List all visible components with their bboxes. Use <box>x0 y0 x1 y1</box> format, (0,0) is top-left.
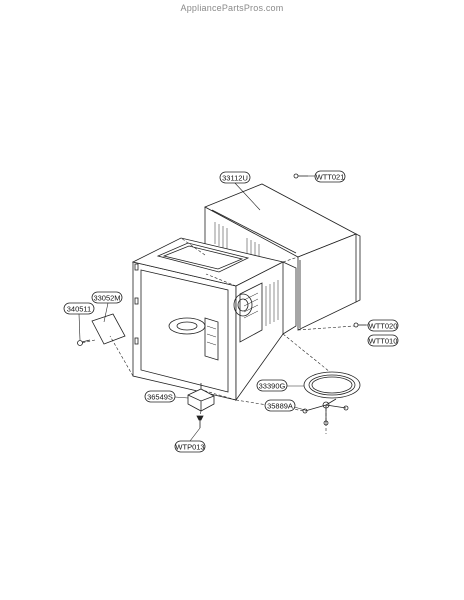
callout-WTT020: WTT020 <box>367 319 399 332</box>
callout-35889A: 35889A <box>264 399 296 412</box>
svg-text:36549S: 36549S <box>147 393 173 402</box>
svg-text:WTT020: WTT020 <box>369 322 398 331</box>
svg-text:WTT010: WTT010 <box>369 337 398 346</box>
screw-wtp013 <box>196 415 204 428</box>
guide-lines <box>81 237 355 434</box>
callout-33052M: 33052M <box>91 291 123 304</box>
callout-36549S: 36549S <box>144 390 176 403</box>
svg-text:340511: 340511 <box>67 305 91 314</box>
svg-text:35889A: 35889A <box>267 402 293 411</box>
callout-33390G: 33390G <box>256 379 288 392</box>
glass-tray <box>303 371 361 399</box>
outer-cabinet <box>204 183 361 331</box>
callout-340511: 340511 <box>63 302 95 315</box>
roller-ring <box>302 398 349 426</box>
svg-text:WTP013: WTP013 <box>175 443 204 452</box>
svg-text:33112U: 33112U <box>222 174 248 183</box>
callout-WTP013: WTP013 <box>174 440 206 453</box>
svg-text:WTT021: WTT021 <box>316 173 345 182</box>
watermark: AppliancePartsPros.com <box>180 3 284 13</box>
turntable-motor <box>187 383 215 412</box>
screw-wtt021 <box>293 173 308 179</box>
svg-text:33052M: 33052M <box>93 294 120 303</box>
waveguide-cover <box>91 313 126 345</box>
screw-wtt020 <box>353 322 366 328</box>
cavity-assembly <box>131 237 297 402</box>
svg-text:33390G: 33390G <box>259 382 286 391</box>
callout-33112U: 33112U <box>219 171 251 184</box>
callout-WTT021: WTT021 <box>314 170 346 183</box>
callout-WTT010: WTT010 <box>367 334 399 347</box>
